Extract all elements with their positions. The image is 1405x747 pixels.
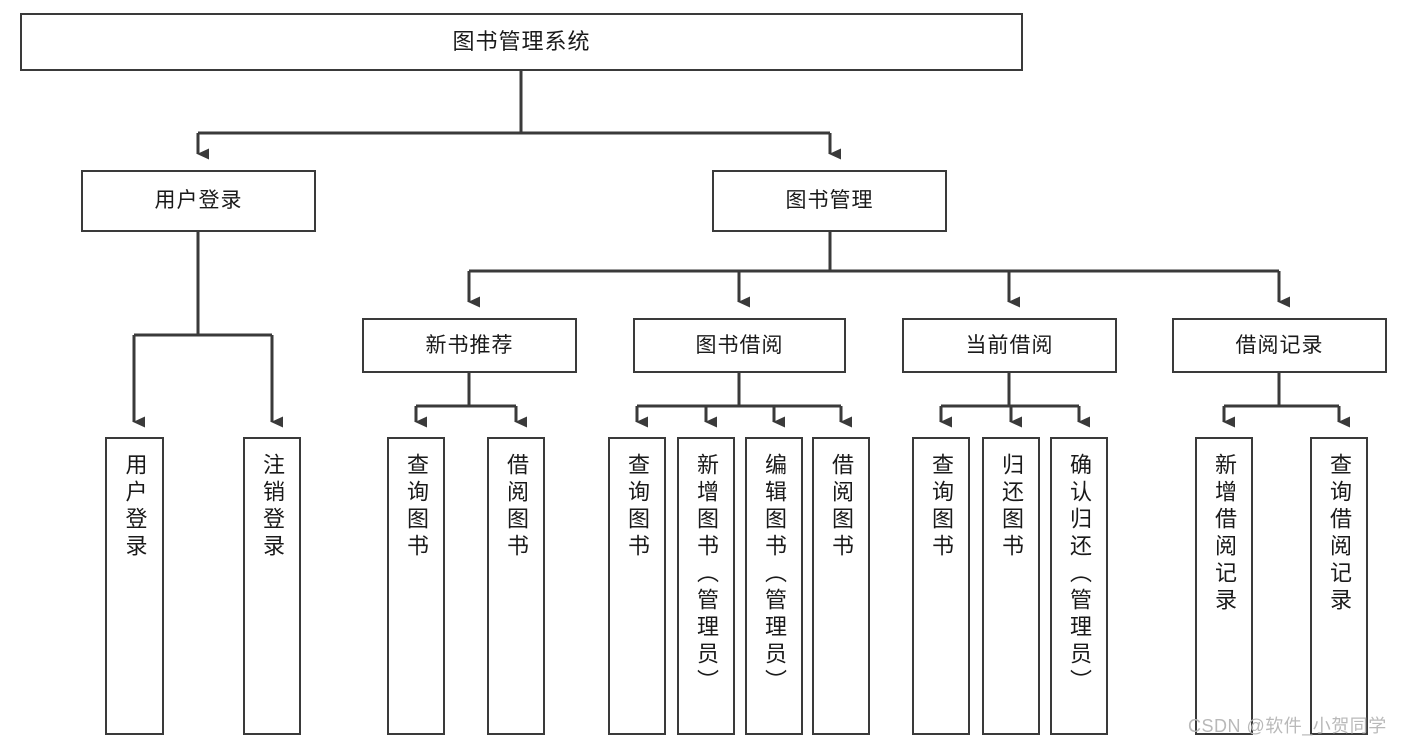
leaf-add-borrow-record[interactable]: 新增借阅记录	[1195, 437, 1253, 735]
node-book-borrow[interactable]: 图书借阅	[633, 318, 846, 373]
leaf-label: 用户登录	[122, 453, 148, 561]
leaf-query-borrow-record[interactable]: 查询借阅记录	[1310, 437, 1368, 735]
leaf-borrow-book[interactable]: 借阅图书	[812, 437, 870, 735]
leaf-query-book-borrow[interactable]: 查询图书	[608, 437, 666, 735]
leaf-label: 新增借阅记录	[1212, 453, 1237, 615]
leaf-query-book-current[interactable]: 查询图书	[912, 437, 970, 735]
node-book-management[interactable]: 图书管理	[712, 170, 947, 232]
node-borrow-record[interactable]: 借阅记录	[1172, 318, 1387, 373]
leaf-label: 注销登录	[260, 453, 285, 561]
leaf-label: 借阅图书	[829, 453, 854, 561]
leaf-add-book-admin[interactable]: 新增图书（管理员）	[677, 437, 735, 735]
leaf-confirm-return-admin[interactable]: 确认归还（管理员）	[1050, 437, 1108, 735]
node-root-system[interactable]: 图书管理系统	[20, 13, 1023, 71]
node-user-login[interactable]: 用户登录	[81, 170, 316, 232]
node-current-borrow[interactable]: 当前借阅	[902, 318, 1117, 373]
leaf-query-book-newbook[interactable]: 查询图书	[387, 437, 445, 735]
leaf-label: 确认归还（管理员）	[1067, 453, 1092, 696]
leaf-label: 借阅图书	[504, 453, 529, 561]
leaf-label: 查询图书	[929, 453, 954, 561]
leaf-label: 新增图书（管理员）	[694, 453, 719, 696]
leaf-label: 查询图书	[625, 453, 650, 561]
leaf-logout-login[interactable]: 注销登录	[243, 437, 301, 735]
node-new-book-recommend[interactable]: 新书推荐	[362, 318, 577, 373]
leaf-edit-book-admin[interactable]: 编辑图书（管理员）	[745, 437, 803, 735]
leaf-label: 查询借阅记录	[1327, 453, 1352, 615]
leaf-label: 编辑图书（管理员）	[762, 453, 787, 696]
leaf-borrow-book-newbook[interactable]: 借阅图书	[487, 437, 545, 735]
leaf-label: 查询图书	[404, 453, 429, 561]
leaf-label: 归还图书	[999, 453, 1024, 561]
leaf-return-book[interactable]: 归还图书	[982, 437, 1040, 735]
leaf-user-login[interactable]: 用户登录	[105, 437, 164, 735]
csdn-watermark: CSDN @软件_小贺同学	[1188, 716, 1387, 736]
